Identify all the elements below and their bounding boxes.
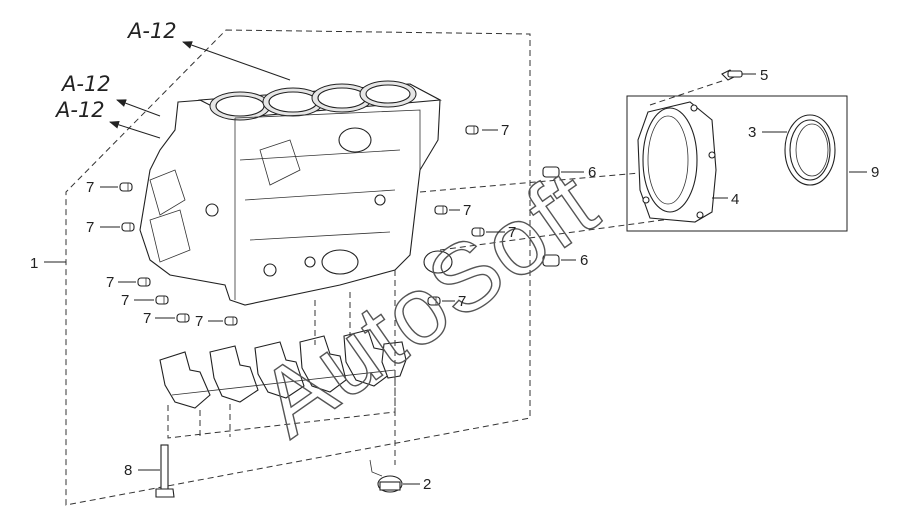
knock-sensor: [369, 459, 403, 493]
callout-7-a[interactable]: 7: [501, 122, 509, 139]
callout-8[interactable]: 8: [124, 462, 132, 479]
bushings: [542, 166, 560, 267]
main-bearing-caps: [159, 329, 407, 409]
cylinder-block: [139, 80, 453, 306]
callout-7-e[interactable]: 7: [121, 292, 129, 309]
callout-3[interactable]: 3: [748, 124, 756, 141]
callout-5[interactable]: 5: [760, 67, 768, 84]
seal-kit-boundary: [626, 95, 848, 232]
callout-4[interactable]: 4: [731, 191, 739, 208]
reference-arrows: [109, 41, 291, 139]
housing-bolt: [721, 69, 743, 81]
callout-6a[interactable]: 6: [588, 164, 596, 181]
callout-7-i[interactable]: 7: [508, 224, 516, 241]
reference-label-2[interactable]: A-12: [60, 72, 111, 96]
callout-7-d[interactable]: 7: [106, 274, 114, 291]
reference-label-1[interactable]: A-12: [126, 19, 177, 43]
reference-label-3[interactable]: A-12: [54, 98, 105, 122]
callout-9[interactable]: 9: [871, 164, 879, 181]
bearing-cap-bolt: [155, 444, 175, 498]
callout-2[interactable]: 2: [423, 476, 431, 493]
callout-7-g[interactable]: 7: [195, 313, 203, 330]
callout-1[interactable]: 1: [30, 255, 38, 272]
rear-seal-housing: [637, 101, 717, 223]
callout-6b[interactable]: 6: [580, 252, 588, 269]
block-assembly-boundary: [65, 29, 531, 506]
callout-7-c[interactable]: 7: [86, 219, 94, 236]
callout-7-h[interactable]: 7: [463, 202, 471, 219]
callout-7-f[interactable]: 7: [143, 310, 151, 327]
leader-lines: [44, 73, 867, 485]
callout-7-j[interactable]: 7: [458, 293, 466, 310]
callout-7-b[interactable]: 7: [86, 179, 94, 196]
rear-oil-seal: [784, 114, 836, 186]
